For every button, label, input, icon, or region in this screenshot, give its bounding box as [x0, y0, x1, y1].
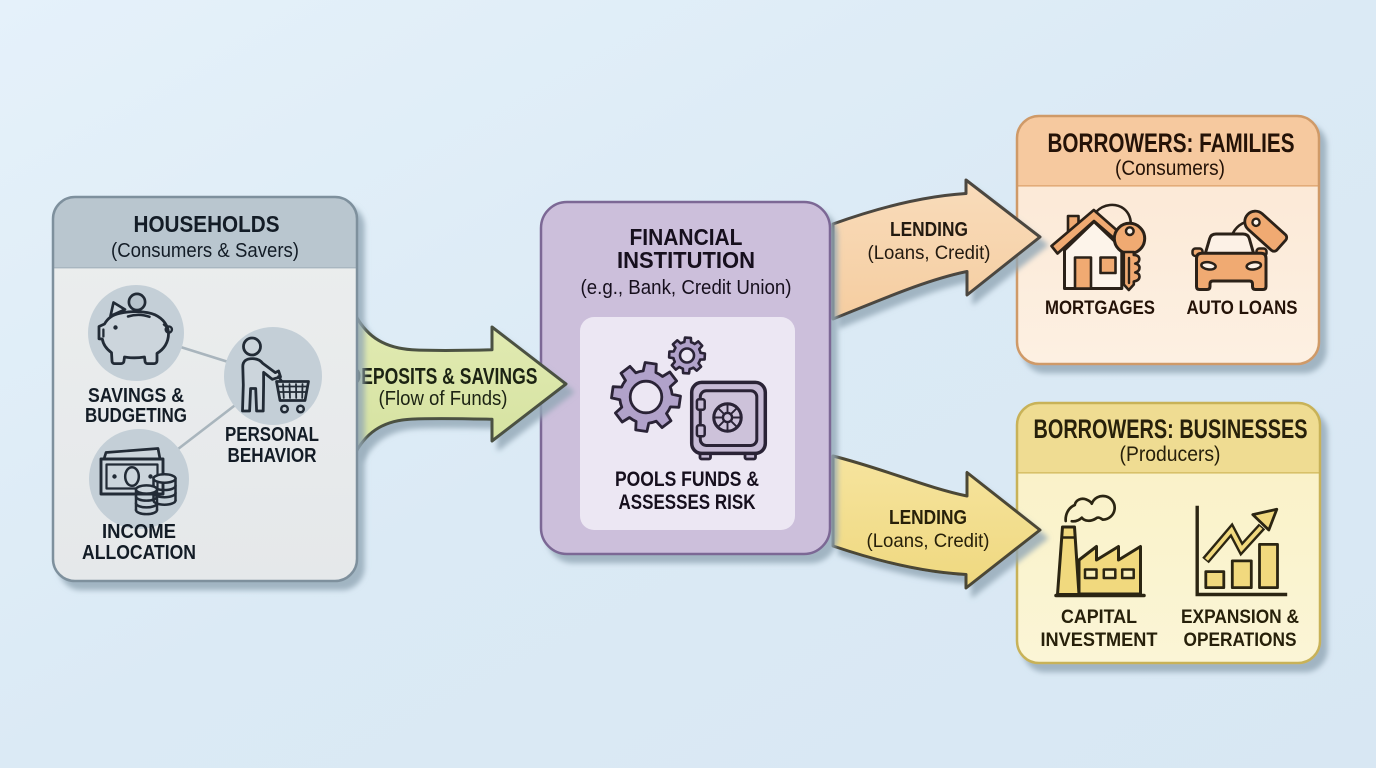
svg-text:LENDING: LENDING [890, 219, 968, 241]
svg-text:EXPANSION &: EXPANSION & [1181, 606, 1299, 628]
svg-text:(Consumers & Savers): (Consumers & Savers) [111, 240, 299, 262]
svg-text:OPERATIONS: OPERATIONS [1184, 629, 1297, 651]
svg-text:MORTGAGES: MORTGAGES [1045, 297, 1155, 319]
svg-text:(e.g., Bank, Credit Union): (e.g., Bank, Credit Union) [581, 277, 792, 299]
svg-text:(Loans, Credit): (Loans, Credit) [867, 530, 990, 552]
svg-text:CAPITAL: CAPITAL [1061, 606, 1137, 628]
svg-text:HOUSEHOLDS: HOUSEHOLDS [134, 211, 280, 237]
svg-text:DEPOSITS & SAVINGS: DEPOSITS & SAVINGS [349, 363, 538, 389]
svg-text:INSTITUTION: INSTITUTION [617, 247, 755, 273]
svg-text:ASSESSES RISK: ASSESSES RISK [619, 491, 756, 514]
svg-text:INVESTMENT: INVESTMENT [1041, 629, 1158, 651]
svg-text:ALLOCATION: ALLOCATION [82, 542, 196, 564]
svg-text:FINANCIAL: FINANCIAL [630, 224, 743, 250]
svg-text:AUTO LOANS: AUTO LOANS [1187, 297, 1298, 319]
svg-text:SAVINGS &: SAVINGS & [88, 385, 184, 407]
svg-text:BEHAVIOR: BEHAVIOR [228, 445, 317, 467]
svg-text:BORROWERS: BUSINESSES: BORROWERS: BUSINESSES [1034, 414, 1308, 444]
svg-text:(Loans, Credit): (Loans, Credit) [868, 242, 991, 264]
svg-text:INCOME: INCOME [102, 521, 176, 543]
svg-text:PERSONAL: PERSONAL [225, 424, 319, 446]
svg-text:POOLS FUNDS &: POOLS FUNDS & [615, 468, 759, 491]
svg-text:BORROWERS: FAMILIES: BORROWERS: FAMILIES [1048, 128, 1295, 158]
svg-text:(Consumers): (Consumers) [1115, 157, 1225, 180]
svg-text:(Producers): (Producers) [1120, 443, 1221, 466]
svg-text:LENDING: LENDING [889, 507, 967, 529]
svg-text:BUDGETING: BUDGETING [85, 405, 187, 427]
svg-text:(Flow of Funds): (Flow of Funds) [379, 388, 508, 410]
